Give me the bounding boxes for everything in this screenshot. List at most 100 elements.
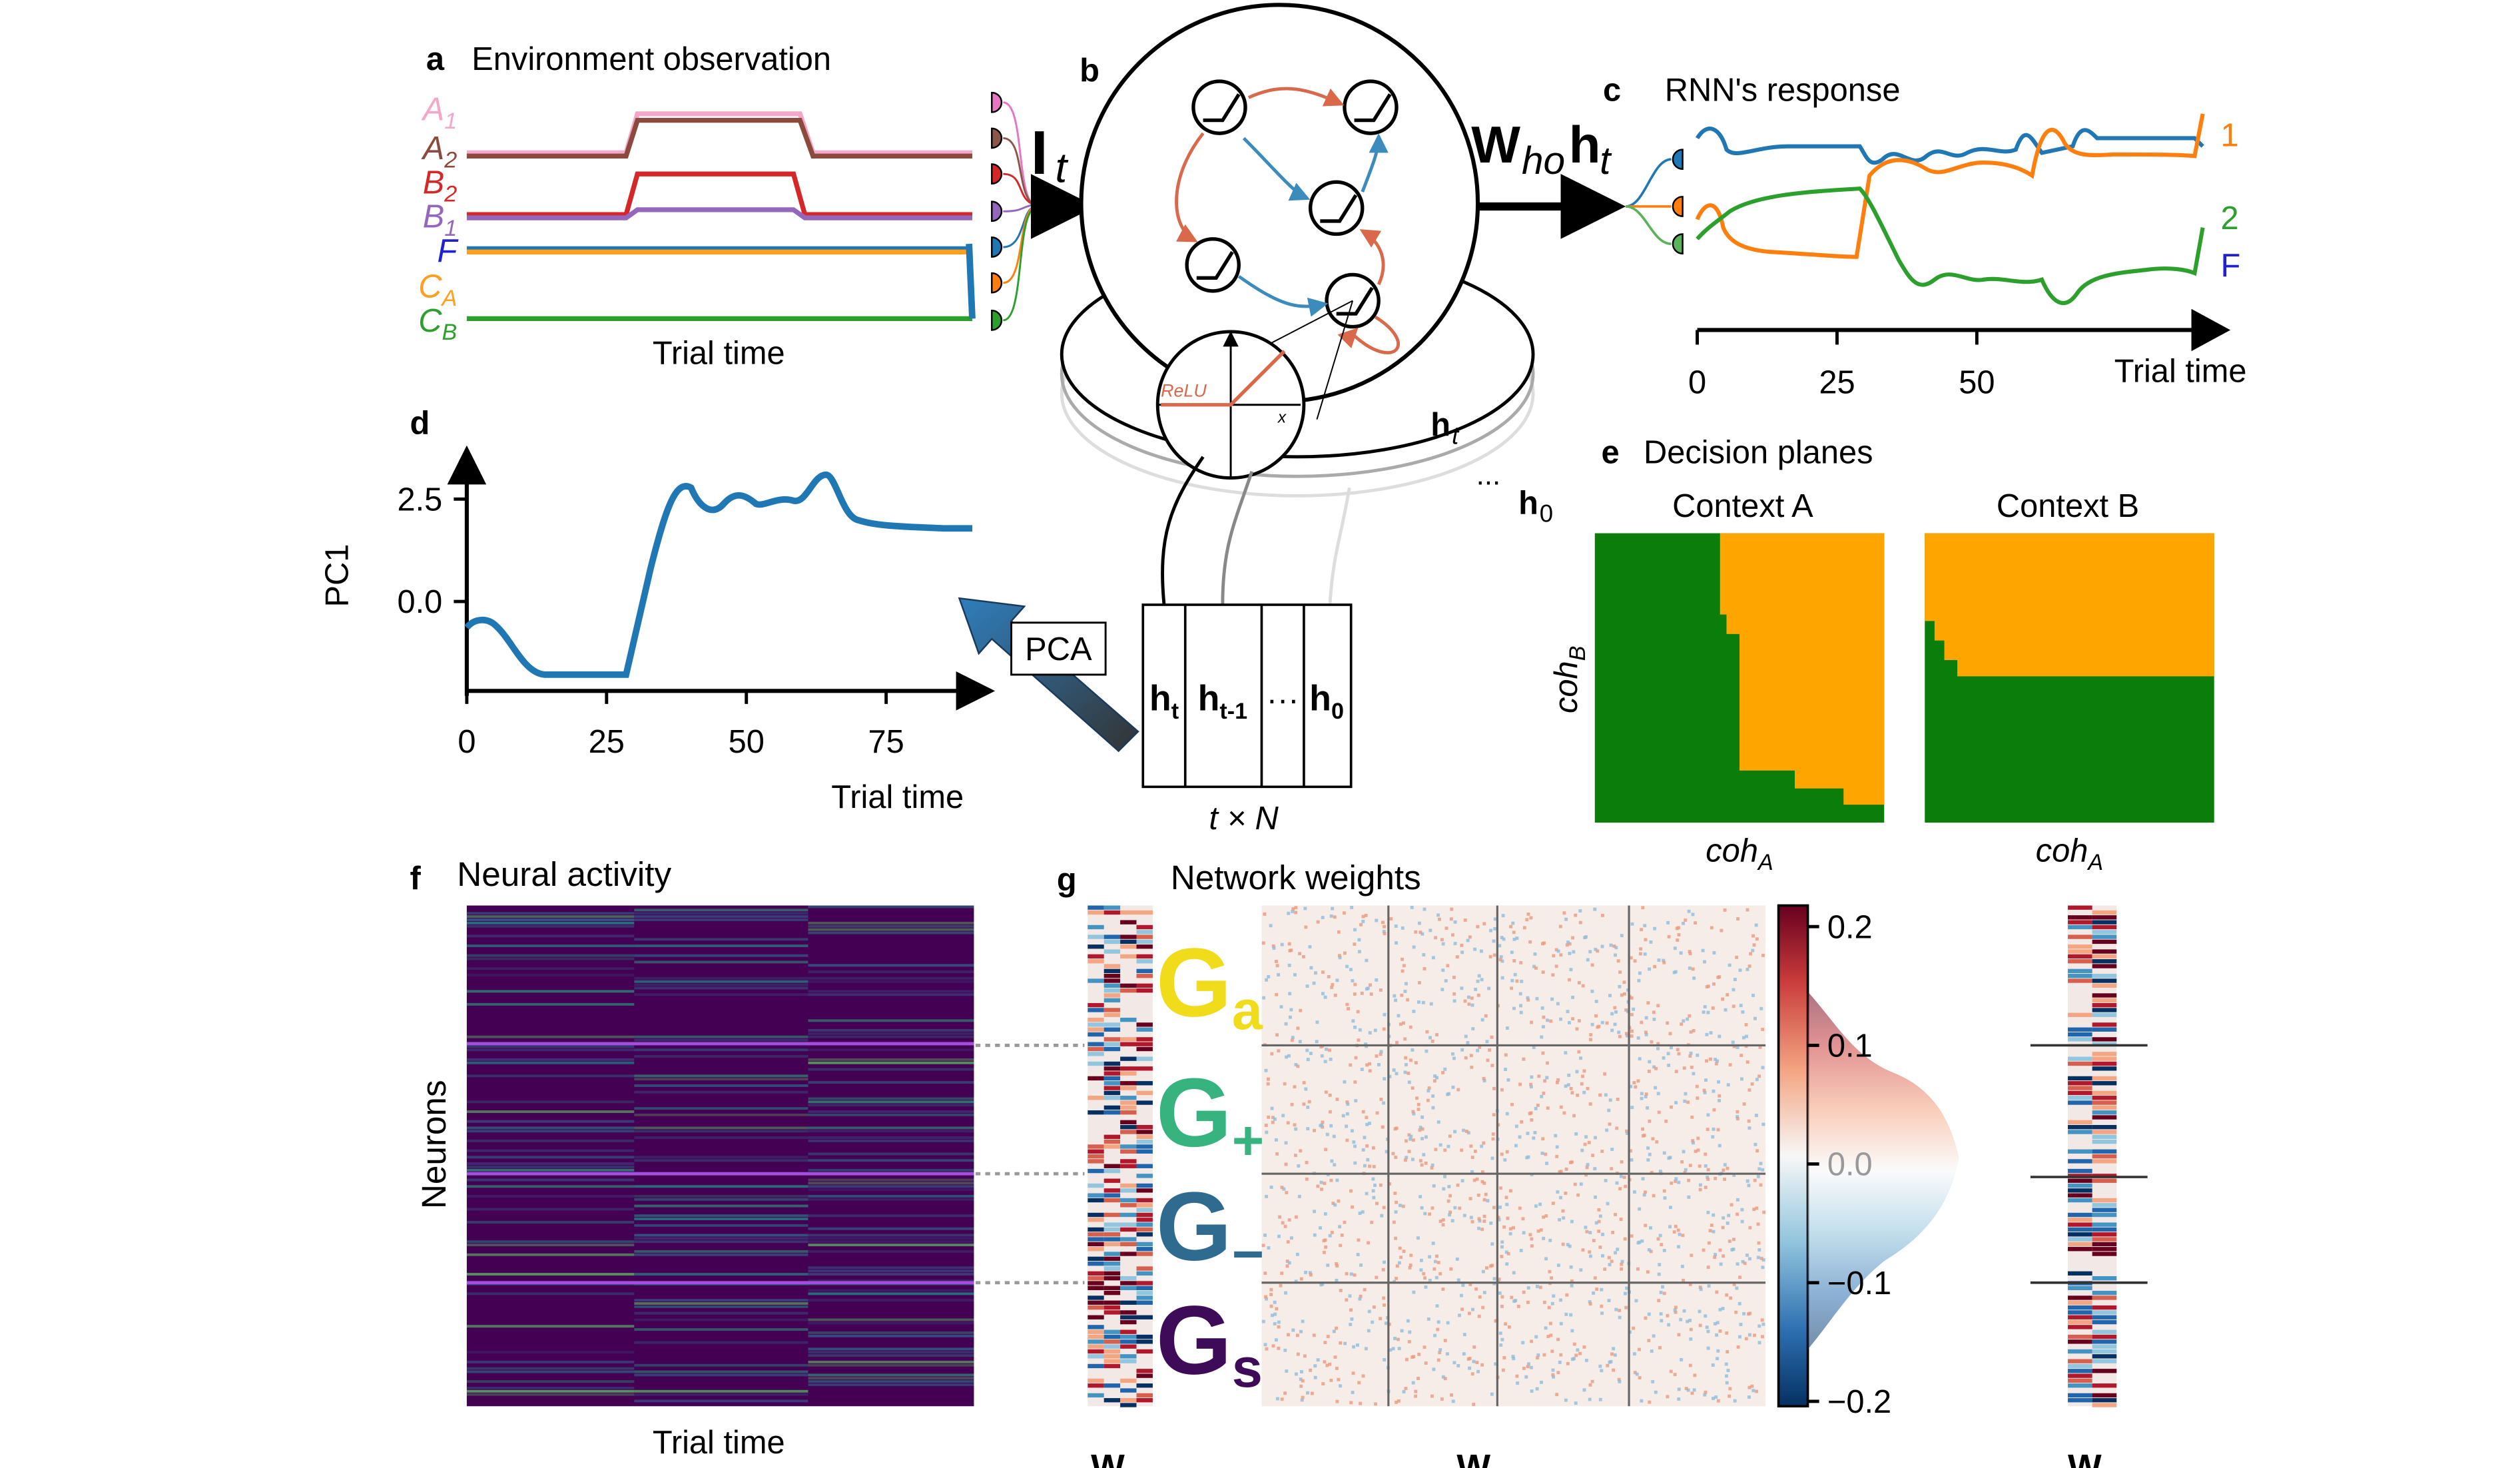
relu-axis-x: x	[1277, 409, 1287, 427]
panel-d-xlabel: Trial time	[831, 779, 964, 815]
panel-e: e Decision planes Context A Context B co…	[1548, 435, 2214, 875]
panel-f-letter: f	[410, 861, 421, 897]
pca-label: PCA	[1025, 631, 1092, 667]
state-t-sub: t	[1452, 422, 1460, 449]
w-rec-matrix	[1261, 905, 1766, 1407]
colorbar-tick: 0.0	[1827, 1147, 1873, 1183]
signal-label-a1: A1	[421, 92, 458, 134]
signal-label-ca: CA	[418, 269, 457, 311]
state-t-label: h	[1430, 407, 1450, 443]
panel-c-title: RNN's response	[1665, 72, 1901, 108]
signal-label-cb: CB	[418, 303, 457, 345]
d-xtick: 0	[458, 724, 475, 760]
group-label-3: Gs	[1156, 1285, 1263, 1399]
state-matrix: ht ht-1 ··· h0	[1141, 603, 1353, 789]
w-rec-grid	[1261, 905, 1766, 1407]
matrix-size-label: t × N	[1209, 801, 1279, 837]
panel-e-title: Decision planes	[1644, 435, 1873, 471]
weight-histogram	[1807, 991, 1959, 1349]
c-xtick: 0	[1688, 365, 1706, 401]
panel-a: a Environment observation A1A2B2B1FCACB …	[418, 41, 1035, 372]
output-label-h-sub: t	[1600, 139, 1612, 183]
panel-f-xlabel: Trial time	[653, 1425, 785, 1461]
panel-a-title: Environment observation	[472, 41, 831, 77]
panel-a-xlabel: Trial time	[653, 336, 785, 372]
c-xtick: 50	[1959, 365, 1995, 401]
signal-label-a2: A2	[421, 131, 458, 173]
state-0-label: h	[1518, 485, 1538, 521]
panel-e-ylabel: cohB	[1548, 645, 1590, 713]
neural-activity-stripes	[466, 905, 974, 1403]
matrix-cell-3: h0	[1309, 679, 1344, 724]
pc1-trace	[464, 471, 972, 678]
neuron-4	[1185, 237, 1241, 293]
signal-traces	[466, 111, 976, 322]
group-label-2: G−	[1156, 1172, 1264, 1285]
signal-label-f: F	[437, 233, 459, 269]
network-ball	[1079, 3, 1480, 404]
panel-f-ylabel: Neurons	[415, 1080, 453, 1209]
panel-b: b I t	[958, 3, 1626, 837]
pca-box	[1010, 621, 1107, 676]
w-rec-label: Wrec	[1456, 1447, 1526, 1468]
synapses	[1175, 87, 1400, 354]
colorbar	[1777, 904, 1809, 1408]
panel-g-title: Network weights	[1171, 859, 1421, 897]
colorbar-tick: −0.1	[1827, 1266, 1891, 1301]
legend-entry-1: 1	[2220, 118, 2238, 154]
matrix-cell-1: ht-1	[1198, 679, 1248, 724]
panel-g: g Network weights GaG+G−Gs 0.20.10.0−0.1…	[1057, 859, 2148, 1468]
input-label: I	[1031, 118, 1048, 187]
panel-f: f Neural activity Neurons Trial time	[410, 855, 1085, 1461]
input-nodes	[991, 91, 1003, 331]
matrix-cell-0: ht	[1149, 679, 1179, 724]
d-xtick: 75	[868, 724, 904, 760]
decision-plane-a	[1594, 533, 1885, 823]
context-b-label: Context B	[1997, 488, 2139, 524]
d-ytick: 0.0	[397, 584, 442, 620]
signal-label-b1: B1	[423, 199, 458, 241]
neuron-5	[1325, 272, 1381, 329]
output-nodes	[1672, 149, 1684, 254]
matrix-cell-2: ···	[1267, 682, 1299, 718]
input-label-sub: t	[1055, 145, 1068, 191]
d-xtick: 25	[589, 724, 625, 760]
panel-g-letter: g	[1057, 863, 1077, 899]
output-label-w-sub: ho	[1522, 139, 1565, 183]
panel-e-letter: e	[1602, 435, 1620, 471]
panel-e-xlabel-b: cohA	[2036, 833, 2103, 875]
output-label-w: W	[1471, 115, 1520, 174]
relu-label: ReLU	[1161, 381, 1207, 401]
w-inp-label: Winp	[1091, 1447, 1159, 1468]
relu-curve	[1161, 350, 1286, 407]
legend-entry-2: 2	[2220, 200, 2238, 236]
input-wires	[1002, 101, 1035, 322]
neuron-2	[1343, 79, 1399, 135]
w-out-label: Wout	[2068, 1447, 2139, 1468]
panel-d-letter: d	[410, 406, 430, 442]
history-ellipsis: ...	[1476, 458, 1501, 491]
panel-f-title: Neural activity	[457, 855, 671, 893]
panel-a-letter: a	[426, 41, 445, 77]
context-a-label: Context A	[1672, 488, 1813, 524]
signal-label-b2: B2	[423, 165, 458, 206]
state-0-sub: 0	[1540, 500, 1553, 527]
panel-c-xlabel: Trial time	[2114, 354, 2247, 390]
colorbar-tick: −0.2	[1827, 1384, 1891, 1420]
panel-b-letter: b	[1080, 53, 1100, 89]
colorbar-tick: 0.1	[1827, 1028, 1873, 1064]
output-label-h: h	[1569, 115, 1601, 174]
decision-plane-b	[1925, 533, 2214, 823]
neuron-1	[1191, 79, 1247, 135]
panel-e-xlabel-a: cohA	[1706, 833, 1773, 875]
group-label-1: G+	[1156, 1058, 1264, 1172]
neuron-3	[1308, 180, 1365, 236]
d-xtick: 50	[729, 724, 765, 760]
colorbar-tick: 0.2	[1827, 909, 1873, 945]
rnn-traces	[1695, 113, 2205, 305]
panel-d-ylabel: PC1	[320, 544, 356, 607]
